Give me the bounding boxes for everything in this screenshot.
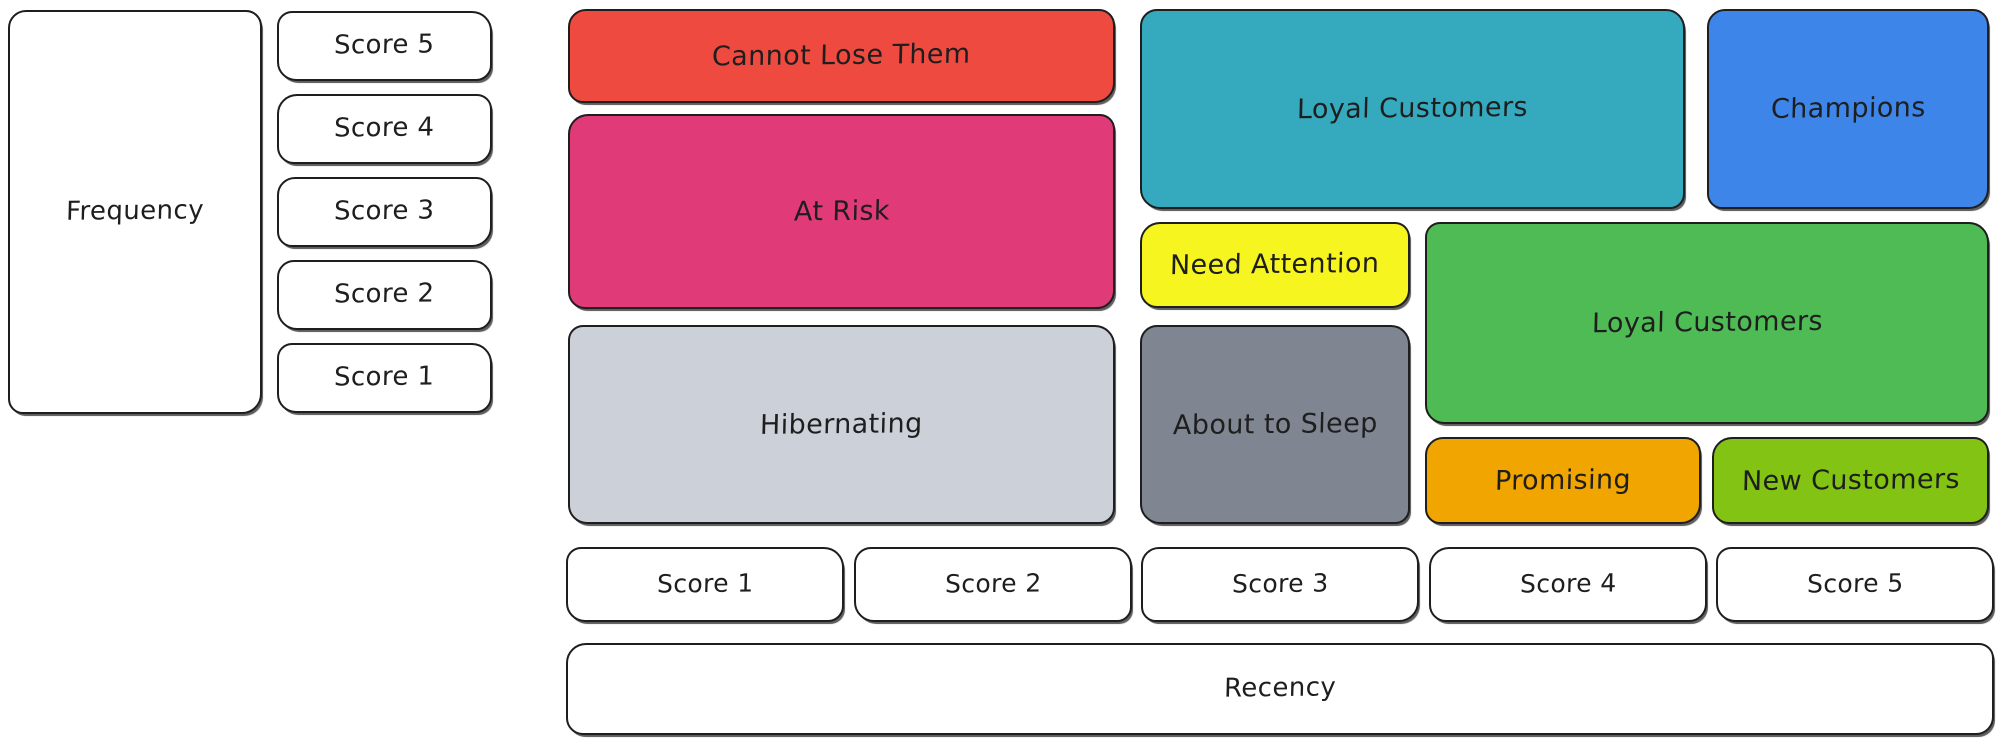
recency-score-4[interactable]: Score 4 — [1429, 547, 1707, 622]
frequency-axis-label: Frequency — [8, 10, 262, 414]
segment-hibernating-label: Hibernating — [759, 408, 924, 441]
frequency-score-1-label: Score 1 — [333, 361, 436, 393]
segment-cannot-lose-them-label: Cannot Lose Them — [711, 39, 972, 73]
segment-about-to-sleep-label: About to Sleep — [1172, 407, 1378, 442]
recency-score-2[interactable]: Score 2 — [854, 547, 1132, 622]
segment-loyal-customers-teal[interactable]: Loyal Customers — [1140, 9, 1685, 209]
frequency-score-5[interactable]: Score 5 — [277, 11, 492, 81]
segment-loyal-customers-green-label: Loyal Customers — [1591, 306, 1823, 340]
segment-new-customers[interactable]: New Customers — [1712, 437, 1989, 524]
segment-about-to-sleep[interactable]: About to Sleep — [1140, 325, 1410, 524]
recency-score-3[interactable]: Score 3 — [1141, 547, 1419, 622]
frequency-score-2-label: Score 2 — [333, 278, 436, 310]
segment-promising[interactable]: Promising — [1425, 437, 1701, 524]
recency-axis-label: Recency — [566, 643, 1994, 735]
recency-score-2-label: Score 2 — [944, 568, 1042, 599]
segment-champions[interactable]: Champions — [1707, 9, 1989, 209]
frequency-score-3-label: Score 3 — [333, 195, 436, 227]
recency-axis-text: Recency — [1223, 672, 1337, 704]
frequency-score-5-label: Score 5 — [333, 29, 436, 61]
frequency-score-4-label: Score 4 — [333, 112, 436, 144]
recency-score-5-label: Score 5 — [1806, 568, 1904, 599]
segment-need-attention[interactable]: Need Attention — [1140, 222, 1410, 308]
segment-at-risk-label: At Risk — [793, 195, 890, 228]
recency-score-1[interactable]: Score 1 — [566, 547, 844, 622]
frequency-axis-text: Frequency — [65, 195, 205, 227]
segment-need-attention-label: Need Attention — [1169, 248, 1381, 282]
segment-champions-label: Champions — [1770, 92, 1926, 126]
recency-score-1-label: Score 1 — [656, 568, 754, 599]
segment-promising-label: Promising — [1494, 464, 1632, 497]
segment-new-customers-label: New Customers — [1741, 463, 1960, 498]
recency-score-5[interactable]: Score 5 — [1716, 547, 1994, 622]
segment-hibernating[interactable]: Hibernating — [568, 325, 1115, 524]
frequency-score-1[interactable]: Score 1 — [277, 343, 492, 413]
frequency-score-2[interactable]: Score 2 — [277, 260, 492, 330]
frequency-score-4[interactable]: Score 4 — [277, 94, 492, 164]
segment-at-risk[interactable]: At Risk — [568, 114, 1115, 309]
segment-loyal-customers-green[interactable]: Loyal Customers — [1425, 222, 1989, 424]
recency-score-4-label: Score 4 — [1519, 568, 1617, 599]
segment-loyal-customers-teal-label: Loyal Customers — [1296, 92, 1529, 126]
frequency-score-3[interactable]: Score 3 — [277, 177, 492, 247]
segment-cannot-lose-them[interactable]: Cannot Lose Them — [568, 9, 1115, 103]
recency-score-3-label: Score 3 — [1231, 568, 1329, 599]
